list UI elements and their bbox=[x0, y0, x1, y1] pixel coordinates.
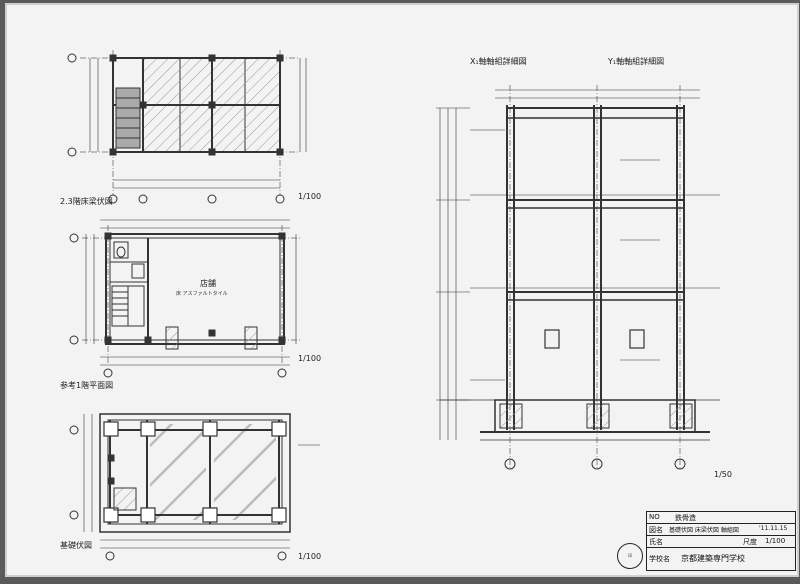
ground-floor-plan-scale: 1/100 bbox=[298, 354, 322, 363]
ground-floor-plan bbox=[69, 219, 300, 378]
drawing-name: 基礎伏図 床梁伏図 軸組図 bbox=[669, 527, 739, 534]
foundation-plan-label: 基礎伏図 bbox=[60, 541, 92, 550]
ground-floor-plan-label: 参考1階平面図 bbox=[60, 381, 114, 390]
approval-stamp: 印 bbox=[617, 543, 643, 569]
title-block: NO 鉄骨造 図名 基礎伏図 床梁伏図 軸組図 '11.11.15 氏名 尺度 … bbox=[646, 511, 796, 571]
frame-detail-scale: 1/50 bbox=[714, 470, 732, 479]
school-label: 学校名 bbox=[649, 555, 670, 563]
drawing-label: 図名 bbox=[649, 526, 663, 534]
no-label: NO bbox=[649, 513, 660, 521]
foundation-plan-scale: 1/100 bbox=[298, 552, 322, 561]
foundation-plan bbox=[69, 413, 320, 561]
title-row-drawing: 図名 基礎伏図 床梁伏図 軸組図 '11.11.15 bbox=[647, 524, 795, 536]
title-row-class: 氏名 尺度 1/100 bbox=[647, 536, 795, 548]
drawing-date: '11.11.15 bbox=[759, 525, 788, 532]
structure-label: 鉄骨造 bbox=[675, 514, 696, 522]
x-axis-detail-label: X₁軸軸組詳細図 bbox=[470, 57, 527, 66]
upper-floor-beam-plan-scale: 1/100 bbox=[298, 192, 322, 201]
title-row-school: 学校名 京都建築専門学校 bbox=[647, 548, 795, 572]
upper-floor-beam-plan-label: 2.3階床梁伏図 bbox=[60, 197, 113, 206]
ground-floor-room-note: 床 アスファルトタイル bbox=[176, 291, 228, 297]
upper-floor-beam-plan bbox=[67, 50, 307, 204]
school-value: 京都建築専門学校 bbox=[681, 554, 745, 563]
y-axis-detail-label: Y₁軸軸組詳細図 bbox=[608, 57, 665, 66]
scale-value: 1/100 bbox=[765, 537, 786, 545]
title-row-no: NO 鉄骨造 bbox=[647, 512, 795, 524]
scale-label: 尺度 bbox=[743, 538, 757, 546]
class-label: 氏名 bbox=[649, 538, 663, 546]
ground-floor-room-label: 店舗 bbox=[200, 279, 216, 288]
axis-frame-detail bbox=[436, 85, 720, 470]
